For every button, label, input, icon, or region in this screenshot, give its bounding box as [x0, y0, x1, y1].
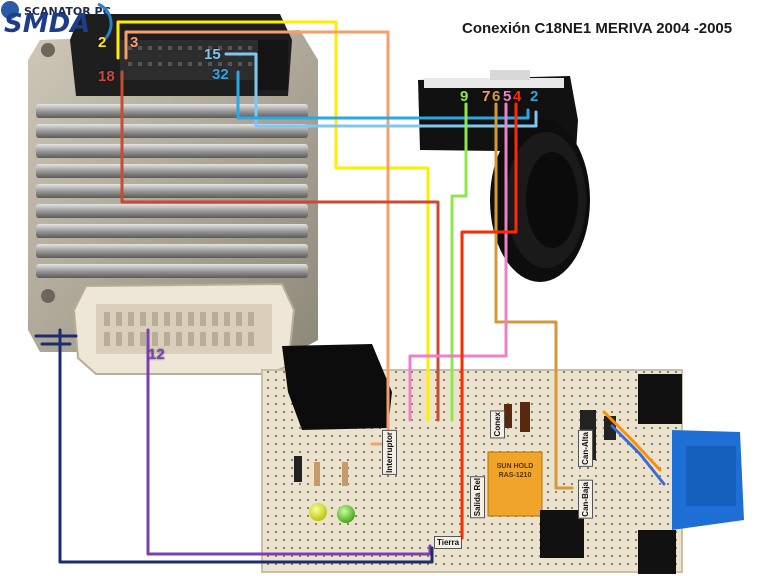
svg-text:SCANATOR PC: SCANATOR PC [24, 5, 111, 18]
connector-pin-9-label: 9 [460, 88, 469, 105]
smda-logo: SMDA [4, 2, 113, 42]
power-jack [540, 510, 584, 558]
relay-model: RAS-1210 [498, 472, 532, 479]
wire-purple [146, 328, 432, 556]
connector-pin-6-label: 6 [492, 88, 501, 105]
yellow-led [309, 503, 327, 521]
wire-yellow [116, 20, 430, 422]
breadboard [261, 344, 744, 574]
wire-skyblue [236, 70, 530, 120]
obd-connector [638, 374, 744, 574]
scanator-logo: SCANATOR PC [1, 1, 111, 19]
wire-tan [494, 102, 574, 490]
interruptor-label: Interruptor [382, 430, 397, 475]
ecu-pin-3-label: 3 [130, 34, 139, 51]
ecu-bottom-connector [72, 282, 296, 375]
toggle-switch [282, 344, 392, 430]
green-led [337, 505, 355, 523]
wire-green [450, 102, 468, 422]
wire-pink [408, 102, 508, 422]
relay-brand: SUN HOLD [496, 463, 534, 470]
svg-text:SMDA: SMDA [4, 9, 90, 39]
throttle-body [418, 70, 590, 282]
tierra-label: Tierra [434, 536, 463, 549]
ground-symbol [34, 334, 78, 346]
relay-text: SUN HOLD RAS-1210 [493, 462, 537, 480]
ecu-pin-12-label: 12 [148, 346, 165, 363]
ecu-pin-15-label: 15 [204, 46, 221, 63]
wire-navy [58, 328, 434, 564]
connector-pin-7-label: 7 [482, 88, 491, 105]
connector-pin-5-label: 5 [503, 88, 512, 105]
wire-rust [120, 70, 440, 422]
ecu-pin-32-label: 32 [212, 66, 229, 83]
conex-label: Conex [490, 410, 505, 439]
connector-pin-4-label: 4 [513, 88, 522, 105]
ecu-heatsink [36, 104, 308, 278]
wire-lightblue [224, 52, 538, 128]
ecu-pin-18-label: 18 [98, 68, 115, 85]
page-title: Conexión C18NE1 MERIVA 2004 -2005 [462, 20, 733, 37]
can-alta-label: Can-Alta [578, 430, 593, 467]
salida-rel-label: Salida Rel [470, 476, 485, 519]
can-baja-label: Can-Baja [578, 480, 593, 519]
ecu-pin-2-label: 2 [98, 34, 107, 51]
ecu-unit [28, 14, 318, 375]
relay-component [487, 451, 543, 517]
connector-pin-2-label: 2 [530, 88, 539, 105]
